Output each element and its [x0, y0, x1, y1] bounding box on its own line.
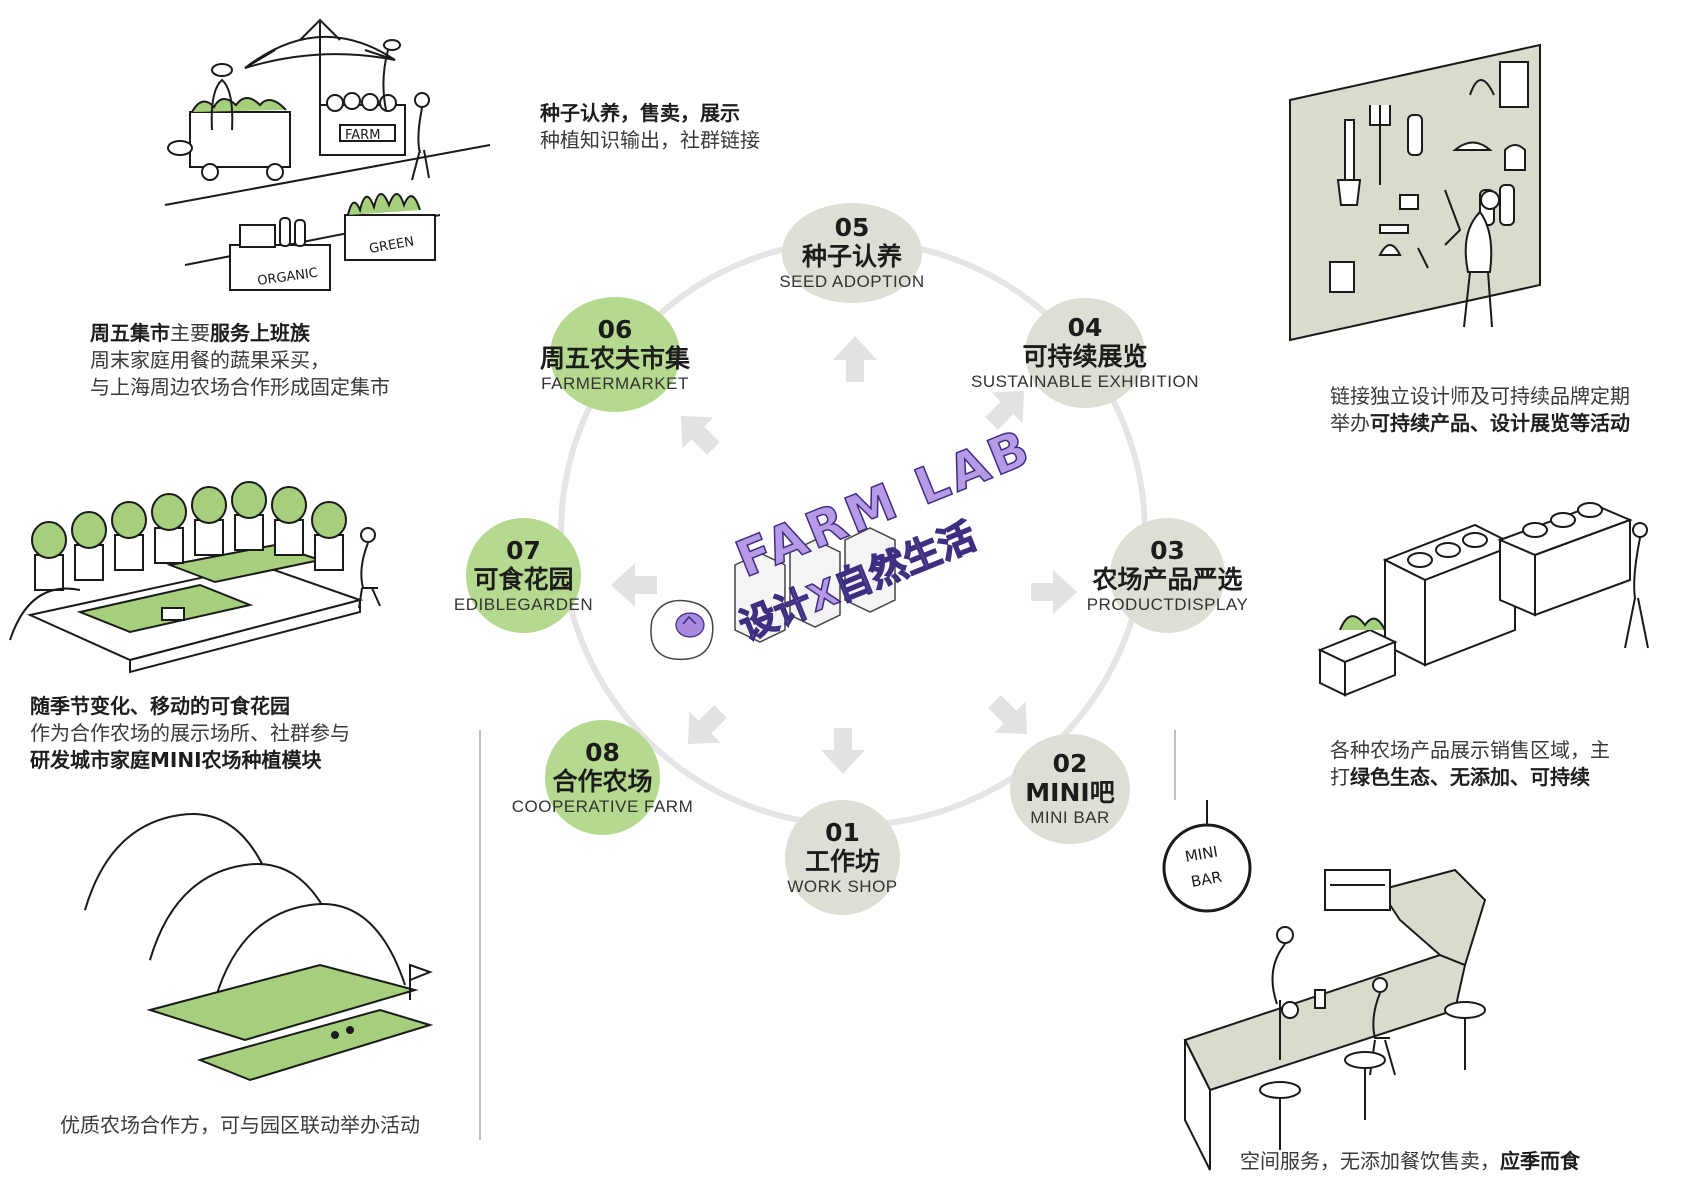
node-farmer-market: 06 周五农夫市集 FARMERMARKET [540, 297, 690, 412]
edible-garden-illustration [9, 481, 381, 674]
caption-farm: 优质农场合作方，可与园区联动举办活动 [60, 1112, 420, 1139]
node-title: 种子认养 [801, 242, 902, 271]
mini-bar-illustration [1162, 800, 1487, 1171]
caption-seed-line2: 种植知识输出，社群链接 [540, 128, 760, 152]
node-mini-bar: 02 MINI吧 MINI BAR [1010, 734, 1130, 844]
caption-exhibition-line2b: 可持续产品、设计展览等活动 [1370, 411, 1630, 435]
caption-product-line2b: 绿色生态、无添加、可持续 [1350, 765, 1590, 789]
caption-seed: 种子认养，售卖，展示 种植知识输出，社群链接 [540, 100, 760, 154]
caption-garden: 随季节变化、移动的可食花园 作为合作农场的展示场所、社群参与 研发城市家庭MIN… [30, 693, 350, 774]
node-number: 01 [825, 817, 860, 847]
center-emblem-icon [650, 599, 714, 661]
arrow-to-workshop [821, 728, 865, 774]
node-title: 周五农夫市集 [540, 343, 691, 373]
exhibition-board-illustration [1289, 43, 1541, 342]
caption-market-line2: 周末家庭用餐的蔬果采买， [90, 348, 330, 372]
caption-bar-line1a: 空间服务，无添加餐饮售卖， [1240, 1149, 1500, 1173]
node-number: 04 [1067, 313, 1103, 342]
node-subtitle: SUSTAINABLE EXHIBITION [971, 372, 1199, 391]
node-number: 07 [506, 535, 541, 565]
caption-bar-line1b: 应季而食 [1500, 1149, 1580, 1173]
arrow-to-minibar [988, 695, 1028, 735]
node-number: 08 [585, 737, 620, 767]
caption-exhibition-line1: 链接独立设计师及可持续品牌定期 [1330, 384, 1630, 408]
node-title: 合作农场 [552, 766, 653, 796]
arrow-to-product [1031, 570, 1077, 614]
caption-exhibition-line2a: 举办 [1330, 411, 1370, 435]
node-subtitle: FARMERMARKET [541, 373, 689, 393]
caption-market: 周五集市主要服务上班族 周末家庭用餐的蔬果采买， 与上海周边农场合作形成固定集市 [90, 320, 390, 401]
caption-product-line1: 各种农场产品展示销售区域，主 [1330, 738, 1610, 762]
caption-garden-line2: 作为合作农场的展示场所、社群参与 [30, 721, 350, 745]
node-sustainable-exhibition: 04 可持续展览 SUSTAINABLE EXHIBITION [971, 298, 1198, 408]
node-cooperative-farm: 08 合作农场 COOPERATIVE FARM [512, 720, 693, 835]
caption-bar: 空间服务，无添加餐饮售卖，应季而食 [1240, 1148, 1580, 1175]
caption-market-line1c: 服务上班族 [210, 321, 310, 345]
caption-product: 各种农场产品展示销售区域，主 打绿色生态、无添加、可持续 [1330, 737, 1610, 791]
node-title: 工作坊 [804, 846, 880, 876]
minibar-sign-line2: BAR [1190, 868, 1224, 891]
farmer-market-illustration [164, 18, 491, 291]
node-number: 03 [1150, 535, 1185, 565]
node-seed-adoption: 05 种子认养 SEED ADOPTION [779, 203, 925, 303]
node-title: 可持续展览 [1022, 342, 1148, 371]
node-title: 可食花园 [473, 564, 574, 594]
caption-exhibition: 链接独立设计师及可持续品牌定期 举办可持续产品、设计展览等活动 [1330, 383, 1630, 437]
node-subtitle: PRODUCTDISPLAY [1086, 594, 1249, 614]
caption-seed-line1: 种子认养，售卖，展示 [540, 101, 740, 125]
product-display-illustration [1317, 502, 1649, 697]
arrow-to-market [680, 415, 720, 455]
caption-garden-line3: 研发城市家庭MINI农场种植模块 [30, 748, 322, 772]
caption-market-line3: 与上海周边农场合作形成固定集市 [90, 375, 390, 399]
center-blocks [734, 527, 896, 643]
node-title: MINI吧 [1025, 778, 1115, 807]
minibar-sign: MINI BAR [1184, 842, 1224, 890]
caption-market-line1b: 主要 [170, 321, 210, 345]
arrow-to-exhibition [985, 390, 1025, 430]
node-number: 05 [834, 213, 870, 242]
node-workshop: 01 工作坊 WORK SHOP [785, 800, 900, 915]
node-title: 农场产品严选 [1092, 564, 1243, 594]
caption-market-line1a: 周五集市 [90, 321, 170, 345]
node-number: 06 [597, 314, 633, 344]
node-subtitle: WORK SHOP [787, 876, 898, 896]
farm-sign: FARM [345, 128, 380, 143]
arrow-to-coop-farm [687, 705, 727, 745]
node-subtitle: SEED ADOPTION [779, 272, 925, 291]
node-subtitle: MINI BAR [1030, 808, 1110, 827]
node-number: 02 [1052, 749, 1088, 778]
arrow-to-garden [611, 563, 657, 607]
cycle-arrows [611, 336, 1077, 774]
minibar-sign-line1: MINI [1184, 842, 1220, 865]
node-subtitle: EDIBLEGARDEN [453, 594, 594, 614]
node-subtitle: COOPERATIVE FARM [511, 796, 694, 816]
caption-product-line2a: 打 [1330, 765, 1350, 789]
arrow-to-seed [833, 336, 877, 382]
cooperative-farm-illustration [84, 813, 434, 1082]
caption-farm-line1: 优质农场合作方，可与园区联动举办活动 [60, 1113, 420, 1137]
node-product-display: 03 农场产品严选 PRODUCTDISPLAY [1087, 518, 1248, 633]
caption-garden-line1: 随季节变化、移动的可食花园 [30, 694, 290, 718]
node-edible-garden: 07 可食花园 EDIBLEGARDEN [454, 518, 593, 633]
